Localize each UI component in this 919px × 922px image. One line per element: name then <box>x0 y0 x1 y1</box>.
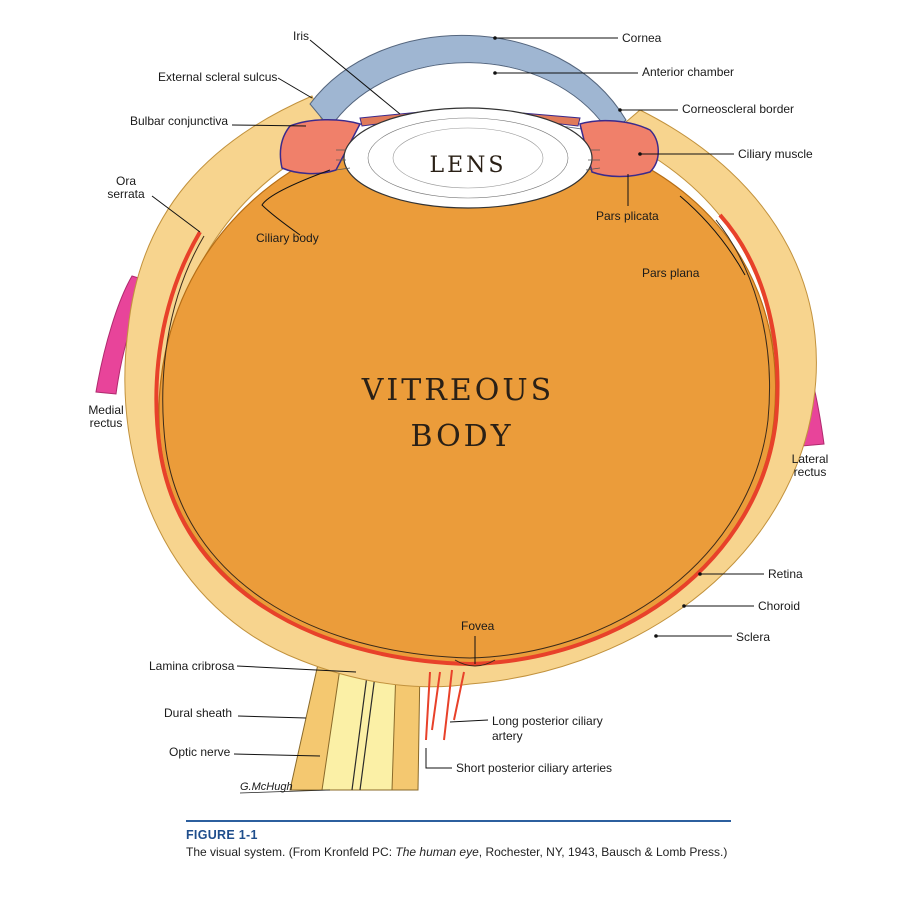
label-medial-rectus-2: rectus <box>90 416 123 430</box>
label-optic-nerve: Optic nerve <box>169 745 231 759</box>
lens <box>343 107 593 209</box>
label-short-posterior-ciliary: Short posterior ciliary arteries <box>456 761 612 775</box>
choroid <box>154 213 780 667</box>
label-iris: Iris <box>293 29 309 43</box>
label-lamina-cribrosa: Lamina cribrosa <box>149 659 235 673</box>
label-ora-serrata-1: Ora <box>116 174 136 188</box>
label-choroid: Choroid <box>758 599 800 613</box>
caption-text-start: The visual system. (From Kronfeld PC: <box>186 845 396 859</box>
label-ciliary-body: Ciliary body <box>256 231 319 245</box>
figure-caption: FIGURE 1-1 The visual system. (From Kron… <box>186 820 736 860</box>
label-corneoscleral-border: Corneoscleral border <box>682 102 794 116</box>
ciliary-body-right <box>579 119 659 178</box>
leader-lines <box>151 37 764 769</box>
label-fovea: Fovea <box>461 619 495 633</box>
lens-label: LENS <box>430 153 507 178</box>
fovea-dip <box>454 659 496 667</box>
label-pars-plicata: Pars plicata <box>596 209 659 223</box>
label-medial-rectus-1: Medial <box>88 403 123 417</box>
label-long-posterior-ciliary-1: Long posterior ciliary <box>492 714 603 728</box>
caption-text: The visual system. (From Kronfeld PC: Th… <box>186 845 736 860</box>
caption-text-end: , Rochester, NY, 1943, Bausch & Lomb Pre… <box>478 845 728 859</box>
label-sclera: Sclera <box>736 630 770 644</box>
label-long-posterior-ciliary-2: artery <box>492 729 523 743</box>
label-external-scleral-sulcus: External scleral sulcus <box>158 70 277 84</box>
label-dural-sheath: Dural sheath <box>164 706 232 720</box>
label-lateral-rectus-1: Lateral <box>792 452 829 466</box>
zonule-fibers <box>335 149 601 171</box>
lens-ring <box>367 117 569 199</box>
posterior-ciliary-arteries <box>425 669 465 741</box>
vitreous-label-line2: BODY <box>410 419 513 454</box>
label-lateral-rectus-2: rectus <box>794 465 827 479</box>
label-retina: Retina <box>768 567 803 581</box>
caption-text-italic: The human eye <box>395 845 479 859</box>
retina <box>162 219 771 659</box>
artist-signature: G.McHugh <box>240 781 293 793</box>
optic-nerve-vessel <box>351 667 377 791</box>
label-bulbar-conjunctiva: Bulbar conjunctiva <box>130 114 228 128</box>
label-ciliary-muscle: Ciliary muscle <box>738 147 813 161</box>
label-cornea: Cornea <box>622 31 662 45</box>
lens-ring <box>392 127 544 189</box>
label-ora-serrata-2: serrata <box>107 187 145 201</box>
caption-rule <box>186 820 731 822</box>
label-anterior-chamber: Anterior chamber <box>642 65 734 79</box>
signature-underline <box>239 789 331 794</box>
vitreous-label-line1: VITREOUS <box>361 373 554 408</box>
leader-dots <box>493 36 702 638</box>
caption-title: FIGURE 1-1 <box>186 828 258 842</box>
label-pars-plana: Pars plana <box>642 266 700 280</box>
